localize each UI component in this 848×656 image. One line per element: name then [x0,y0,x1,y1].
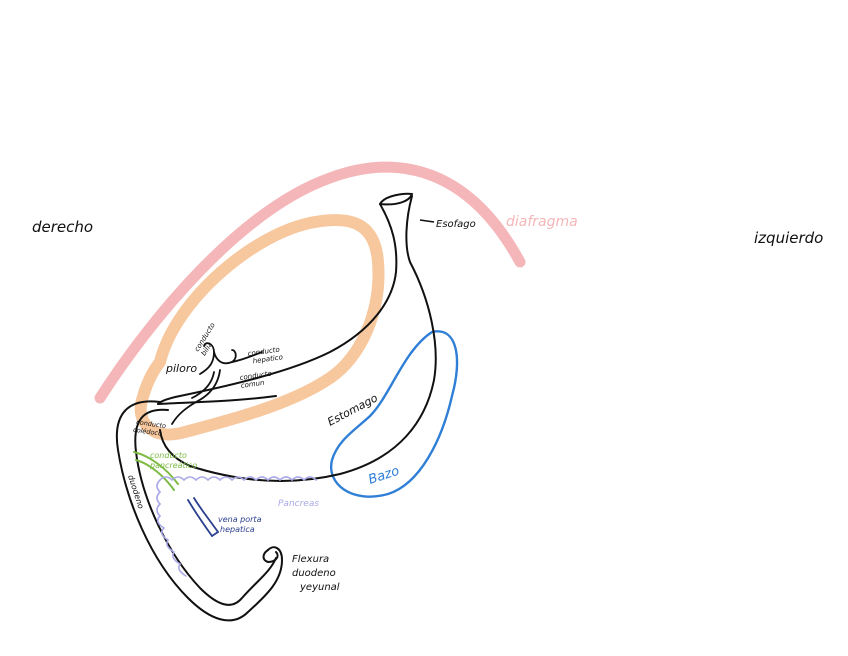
label-pancreatic-duct: conducto pancreático [149,451,197,470]
label-cystic-duct: conducto bilia [193,321,224,357]
svg-text:vena porta: vena porta [218,515,262,524]
label-pancreas: Pancreas [278,499,319,509]
portal-vein [188,498,218,536]
esophagus-pointer [420,220,434,222]
svg-text:pancreático: pancreático [149,461,197,470]
label-right-side: derecho [32,218,93,236]
svg-text:yeyunal: yeyunal [299,582,340,593]
label-left-side: izquierdo [754,229,823,247]
label-pylorus: piloro [165,362,197,375]
label-bile-duct: conducto colédoco [133,418,167,438]
label-diaphragm: diafragma [506,214,578,230]
svg-text:hepatica: hepatica [220,525,255,534]
label-flexure: Flexura duodeno yeyunal [292,554,340,593]
label-esophagus: Esofago [436,219,476,230]
svg-text:duodeno: duodeno [292,568,336,579]
label-spleen: Bazo [367,464,402,488]
label-stomach: Estomago [325,391,380,428]
label-hepatic-duct: conducto hepatico [247,345,283,366]
label-portal-vein: vena porta hepatica [218,515,262,534]
svg-text:Flexura: Flexura [292,554,329,565]
label-common-duct: conducto comun [239,370,273,390]
svg-text:conducto: conducto [150,451,187,460]
label-duodenum: duodeno [126,474,145,510]
